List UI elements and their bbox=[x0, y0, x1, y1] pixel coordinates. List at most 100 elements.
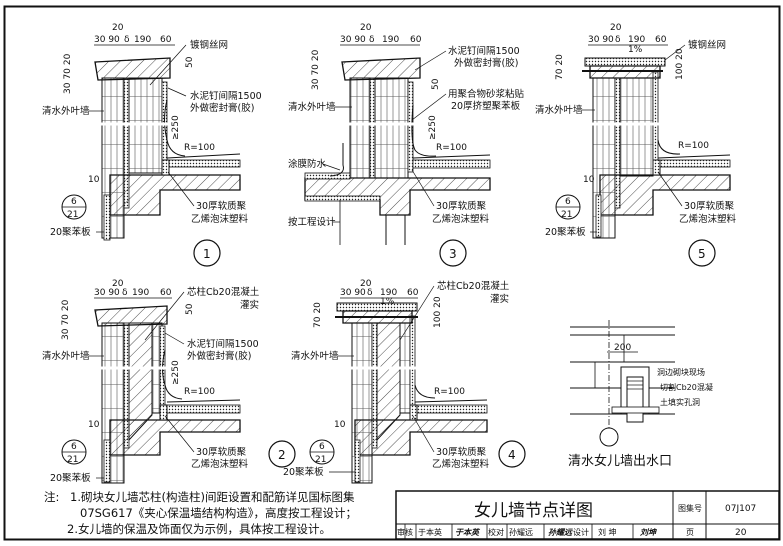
dim-10: 10 bbox=[88, 420, 100, 430]
dim-top-20: 20 bbox=[610, 23, 622, 33]
dim-30-70-20: 307020 bbox=[61, 299, 71, 340]
reference-symbol[interactable]: 6 21 bbox=[309, 439, 335, 465]
label-xps-1: 用聚合物砂浆粘贴 bbox=[448, 88, 525, 100]
svg-text:3: 3 bbox=[449, 247, 457, 261]
review-name: 于本英 bbox=[418, 527, 442, 537]
label-per-design: 按工程设计 bbox=[288, 216, 336, 228]
radius-label: R=100 bbox=[184, 387, 215, 397]
dim-30-70-20: 307020 bbox=[311, 49, 321, 90]
parapet-section-drawing bbox=[94, 57, 241, 241]
detail-4: 20 30 90 δ 190 60 1% 7020 10020 R=100 10… bbox=[283, 279, 526, 484]
detail-3: 20 30 90 δ 190 60 307020 50 ≥250 R=100 水… bbox=[288, 23, 525, 267]
ref-sheet: 6 bbox=[565, 197, 571, 207]
radius-label: R=100 bbox=[434, 387, 465, 397]
note-line-2: 07SG617《夹心保温墙结构构造》，高度按工程设计； bbox=[80, 506, 357, 520]
label-eps-board: 20聚苯板 bbox=[283, 466, 324, 478]
dim-30-90: 30 90 bbox=[340, 35, 366, 45]
dim-delta: δ bbox=[122, 288, 128, 298]
reference-symbol[interactable]: 6 21 bbox=[61, 439, 87, 465]
dim-60: 60 bbox=[655, 35, 667, 45]
review-signature: 于本英 bbox=[455, 528, 481, 537]
dim-30-90: 30 90 bbox=[94, 288, 120, 298]
check-label: 校对 bbox=[488, 527, 504, 537]
label-nail-2: 外做密封膏(胶) bbox=[187, 350, 251, 362]
label-outer-leaf: 清水外叶墙 bbox=[288, 101, 336, 113]
ref-page: 21 bbox=[315, 455, 326, 465]
parapet-section-drawing bbox=[94, 305, 241, 484]
ref-sheet: 6 bbox=[319, 442, 325, 452]
dim-70-20: 7020 bbox=[555, 54, 565, 80]
label-nail-1: 水泥钉间隔1500 bbox=[187, 338, 259, 350]
reference-symbol[interactable]: 6 21 bbox=[555, 194, 581, 220]
label-pe-foam-2: 乙烯泡沫塑料 bbox=[191, 458, 249, 470]
label-wire-mesh: 镀钢丝网 bbox=[190, 39, 228, 51]
title-block: 女儿墙节点详图 图集号 07J107 页 20 审核 于本英 于本英 校对 孙耀… bbox=[395, 490, 780, 540]
dim-delta: δ bbox=[615, 35, 621, 45]
label-pe-foam-1: 30厚软质聚 bbox=[196, 200, 247, 212]
detail-2: 20 30 90 δ 190 60 307020 50 ≥250 R=100 1… bbox=[42, 279, 296, 484]
notes: 注: 1.砌块女儿墙芯柱(构造柱)间距设置和配筋详见国标图集 07SG617《夹… bbox=[44, 490, 357, 536]
dim-30-90: 30 90 bbox=[94, 35, 120, 45]
dim-250: ≥250 bbox=[428, 115, 438, 140]
parapet-section-drawing bbox=[304, 57, 491, 245]
label-pe-foam-2: 乙烯泡沫塑料 bbox=[191, 213, 249, 225]
label-core-2: 灌实 bbox=[240, 299, 259, 311]
dim-30-70-20: 307020 bbox=[63, 53, 73, 94]
dim-delta: δ bbox=[367, 288, 373, 298]
label-coating: 涂膜防水 bbox=[288, 158, 327, 170]
ref-sheet: 6 bbox=[71, 197, 77, 207]
dim-top-20: 20 bbox=[360, 279, 372, 289]
dim-60: 60 bbox=[160, 35, 172, 45]
detail-number-5: 5 bbox=[688, 239, 716, 267]
svg-text:1: 1 bbox=[203, 247, 211, 261]
ref-sheet: 6 bbox=[71, 442, 77, 452]
parapet-section-drawing bbox=[582, 57, 731, 239]
dim-60: 60 bbox=[407, 288, 419, 298]
outlet-note-3: 土填实孔洞 bbox=[660, 397, 700, 407]
label-wire-mesh: 镀钢丝网 bbox=[688, 39, 726, 51]
detail-1: 20 30 90 δ 190 60 50 307020 ≥250 R=100 1… bbox=[42, 23, 262, 267]
dim-190: 190 bbox=[628, 35, 645, 45]
dim-60: 60 bbox=[410, 35, 422, 45]
label-core-1: 芯柱Cb20混凝土 bbox=[437, 280, 510, 292]
detail-5: 20 30 90 δ 190 60 1% 7020 10020 R=100 10… bbox=[535, 23, 737, 267]
dim-190: 190 bbox=[134, 35, 151, 45]
label-pe-foam-2: 乙烯泡沫塑料 bbox=[432, 458, 490, 470]
slope-label: 1% bbox=[628, 45, 643, 55]
label-pe-foam-1: 30厚软质聚 bbox=[436, 446, 487, 458]
label-pe-foam-1: 30厚软质聚 bbox=[436, 200, 487, 212]
sheet-frame bbox=[3, 5, 781, 541]
label-outer-leaf: 清水外叶墙 bbox=[42, 105, 90, 117]
label-pe-foam-1: 30厚软质聚 bbox=[684, 200, 735, 212]
review-label: 审核 bbox=[397, 527, 413, 537]
dim-50: 50 bbox=[431, 78, 441, 90]
dim-30-90: 30 90 bbox=[340, 288, 366, 298]
dim-top-20: 20 bbox=[112, 279, 124, 289]
reference-symbol[interactable]: 6 21 bbox=[61, 194, 87, 220]
dim-60: 60 bbox=[160, 288, 172, 298]
outlet-note-1: 洞边砌块现场 bbox=[657, 367, 705, 377]
outlet-title: 清水女儿墙出水口 bbox=[568, 453, 672, 469]
drawing-title: 女儿墙节点详图 bbox=[474, 501, 593, 521]
note-line-3: 2.女儿墙的保温及饰面仅为示例，具体按工程设计。 bbox=[67, 522, 331, 536]
svg-text:5: 5 bbox=[698, 247, 706, 261]
design-label: 设计 bbox=[573, 527, 589, 537]
note-line-1: 1.砌块女儿墙芯柱(构造柱)间距设置和配筋详见国标图集 bbox=[70, 490, 355, 504]
dim-50: 50 bbox=[185, 56, 195, 68]
detail-number-4: 4 bbox=[498, 440, 526, 468]
label-pe-foam-1: 30厚软质聚 bbox=[196, 446, 247, 458]
ref-page: 21 bbox=[67, 455, 78, 465]
label-nail-2: 外做密封膏(胶) bbox=[454, 57, 518, 69]
label-pe-foam-2: 乙烯泡沫塑料 bbox=[679, 213, 737, 225]
dim-delta: δ bbox=[369, 35, 375, 45]
detail-number-1: 1 bbox=[193, 239, 221, 267]
dim-10: 10 bbox=[583, 175, 595, 185]
atlas-label: 图集号 bbox=[678, 503, 702, 513]
detail-number-3: 3 bbox=[439, 239, 467, 267]
ref-page: 21 bbox=[67, 210, 78, 220]
parapet-section-drawing bbox=[335, 302, 488, 484]
label-eps-board: 20聚苯板 bbox=[545, 226, 586, 238]
label-outer-leaf: 清水外叶墙 bbox=[42, 350, 90, 362]
detail-number-2: 2 bbox=[268, 440, 296, 468]
